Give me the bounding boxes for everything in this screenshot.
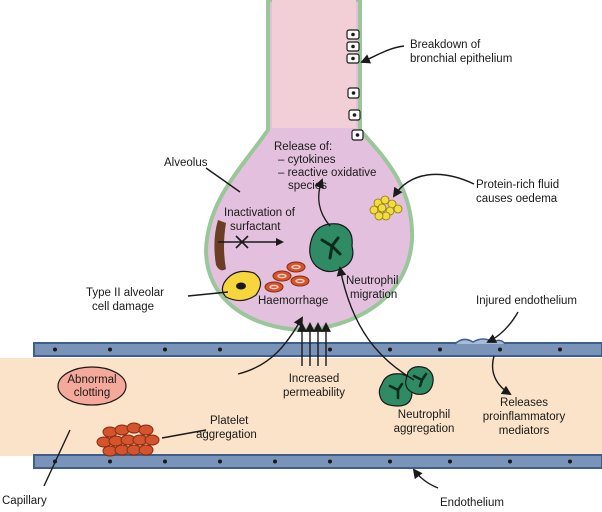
label-neutrophil-migration-1: Neutrophil	[346, 275, 398, 287]
surfactant-cross	[235, 235, 249, 249]
label-releases-3: mediators	[499, 425, 550, 437]
endothelium-bottom	[33, 454, 602, 469]
label-platelet-2: aggregation	[196, 429, 257, 441]
label-endothelium: Endothelium	[440, 497, 504, 509]
abnormal-clotting-oval	[57, 366, 127, 406]
label-protein-2: causes oedema	[476, 193, 558, 205]
label-release-3: species	[288, 180, 327, 192]
red-blood-cells	[264, 261, 310, 293]
arrow-neutrophil-migration	[336, 266, 415, 381]
line-type2	[187, 291, 229, 297]
arrow-bronchial	[360, 45, 405, 64]
label-releases-2: proinflammatory	[483, 411, 566, 423]
label-neutrophil-aggregation-2: aggregation	[394, 423, 455, 435]
label-haemorrhage: Haemorrhage	[258, 295, 328, 307]
type2-nucleus	[236, 282, 246, 290]
label-release-2: – reactive oxidative	[278, 167, 376, 179]
injured-endothelium-bump	[454, 338, 506, 345]
label-abnormal-clotting-2: clotting	[74, 387, 110, 399]
protein-cluster	[369, 195, 403, 221]
label-release-1: – cytokines	[278, 154, 336, 166]
label-surfactant-1: Inactivation of	[224, 207, 296, 219]
arrow-protein	[392, 173, 475, 198]
line-alveolus	[205, 167, 241, 193]
arrow-endothelium	[412, 468, 439, 489]
label-surfactant-2: surfactant	[230, 221, 281, 233]
label-release-title: Release of:	[274, 141, 332, 153]
line-capillary	[43, 429, 71, 487]
arrow-injured-endothelium	[486, 311, 519, 343]
line-platelet	[161, 429, 207, 439]
arrow-releases	[491, 355, 512, 396]
label-type2-2: cell damage	[92, 301, 154, 313]
neutrophil-capillary-2	[405, 366, 434, 395]
endothelium-nuclei	[53, 347, 572, 464]
label-bronchial-2: bronchial epithelium	[410, 53, 512, 65]
label-bronchial-1: Breakdown of	[410, 39, 481, 51]
label-capillary: Capillary	[2, 495, 47, 507]
label-releases-1: Releases	[500, 397, 548, 409]
label-injured-endothelium: Injured endothelium	[476, 295, 577, 307]
label-increased-permeability-2: permeability	[283, 387, 345, 399]
label-protein-1: Protein-rich fluid	[476, 179, 559, 191]
label-abnormal-clotting-1: Abnormal	[67, 374, 116, 386]
platelet-cluster	[96, 422, 160, 457]
label-alveolus: Alveolus	[164, 157, 208, 169]
label-type2-1: Type II alveolar	[86, 287, 164, 299]
bronchus-lumen	[272, 0, 356, 128]
epithelium-nuclei	[351, 32, 360, 137]
label-increased-permeability-1: Increased	[289, 373, 340, 385]
surfactant-damage-layer	[214, 220, 226, 271]
arrow-release	[314, 178, 331, 227]
label-neutrophil-migration-2: migration	[350, 289, 397, 301]
label-neutrophil-aggregation-1: Neutrophil	[398, 409, 450, 421]
label-platelet-1: Platelet	[210, 415, 249, 427]
